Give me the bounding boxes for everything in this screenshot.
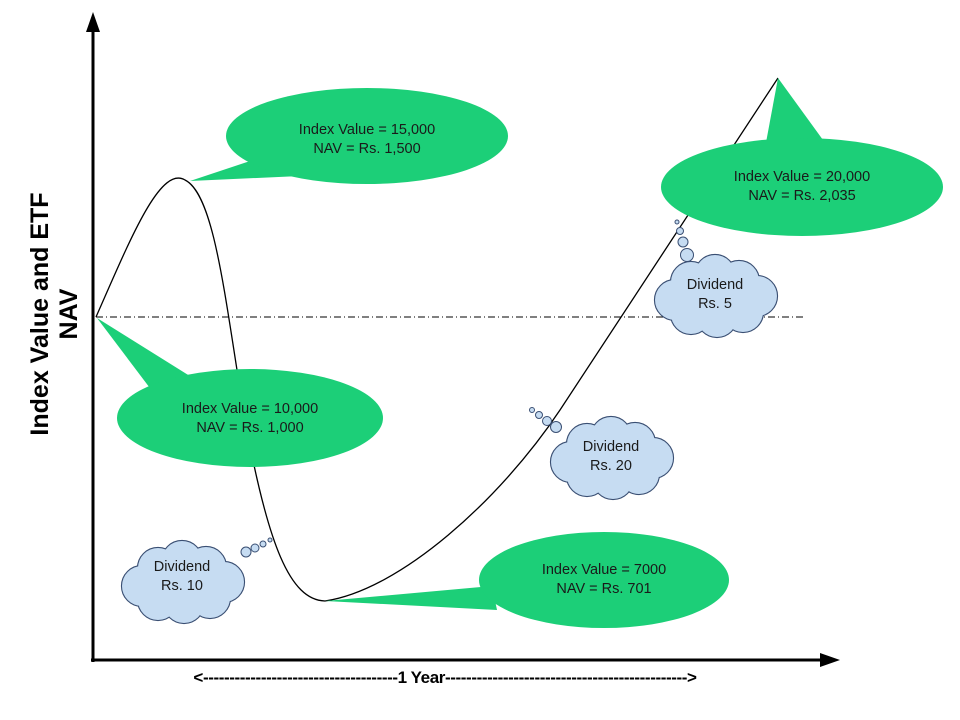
dividend-first-amount: Rs. 10 xyxy=(161,578,203,594)
dividend-third-text: Dividend Rs. 5 xyxy=(665,276,765,314)
callout-start-nav: NAV = Rs. 1,000 xyxy=(196,420,304,436)
callout-trough-index: Index Value = 7000 xyxy=(541,562,667,578)
y-axis xyxy=(86,12,100,662)
callout-end xyxy=(661,78,943,236)
dividend-first-text: Dividend Rs. 10 xyxy=(132,558,232,596)
dividend-cloud-third xyxy=(653,219,779,339)
callout-peak xyxy=(190,88,508,184)
dividend-second-amount: Rs. 20 xyxy=(590,458,632,474)
x-axis-label: <-------------------------------------1 … xyxy=(193,668,697,687)
callout-start xyxy=(97,318,383,467)
callout-trough xyxy=(325,532,729,628)
y-axis-label: Index Value and ETF NAV xyxy=(26,114,84,514)
dividend-cloud-first xyxy=(120,537,273,625)
dividend-third-amount: Rs. 5 xyxy=(698,296,732,312)
index-value-curve xyxy=(95,77,779,602)
callout-end-nav: NAV = Rs. 2,035 xyxy=(748,188,856,204)
y-axis-label-line2: NAV xyxy=(55,288,83,340)
callout-start-text: Index Value = 10,000 NAV = Rs. 1,000 xyxy=(150,400,350,438)
dividend-first-label: Dividend xyxy=(153,559,211,575)
callout-end-text: Index Value = 20,000 NAV = Rs. 2,035 xyxy=(702,168,902,206)
x-axis xyxy=(91,653,840,667)
callout-peak-nav: NAV = Rs. 1,500 xyxy=(313,141,421,157)
callout-trough-text: Index Value = 7000 NAV = Rs. 701 xyxy=(504,561,704,599)
callout-end-index: Index Value = 20,000 xyxy=(733,169,871,185)
dividend-third-label: Dividend xyxy=(686,277,744,293)
callout-peak-text: Index Value = 15,000 NAV = Rs. 1,500 xyxy=(267,121,467,159)
callout-peak-index: Index Value = 15,000 xyxy=(298,122,436,138)
dividend-second-text: Dividend Rs. 20 xyxy=(561,438,661,476)
dividend-second-label: Dividend xyxy=(582,439,640,455)
dividend-cloud-second xyxy=(529,407,675,501)
y-axis-label-line1: Index Value and ETF xyxy=(26,192,54,436)
callout-trough-nav: NAV = Rs. 701 xyxy=(556,581,652,597)
callout-start-index: Index Value = 10,000 xyxy=(181,401,319,417)
